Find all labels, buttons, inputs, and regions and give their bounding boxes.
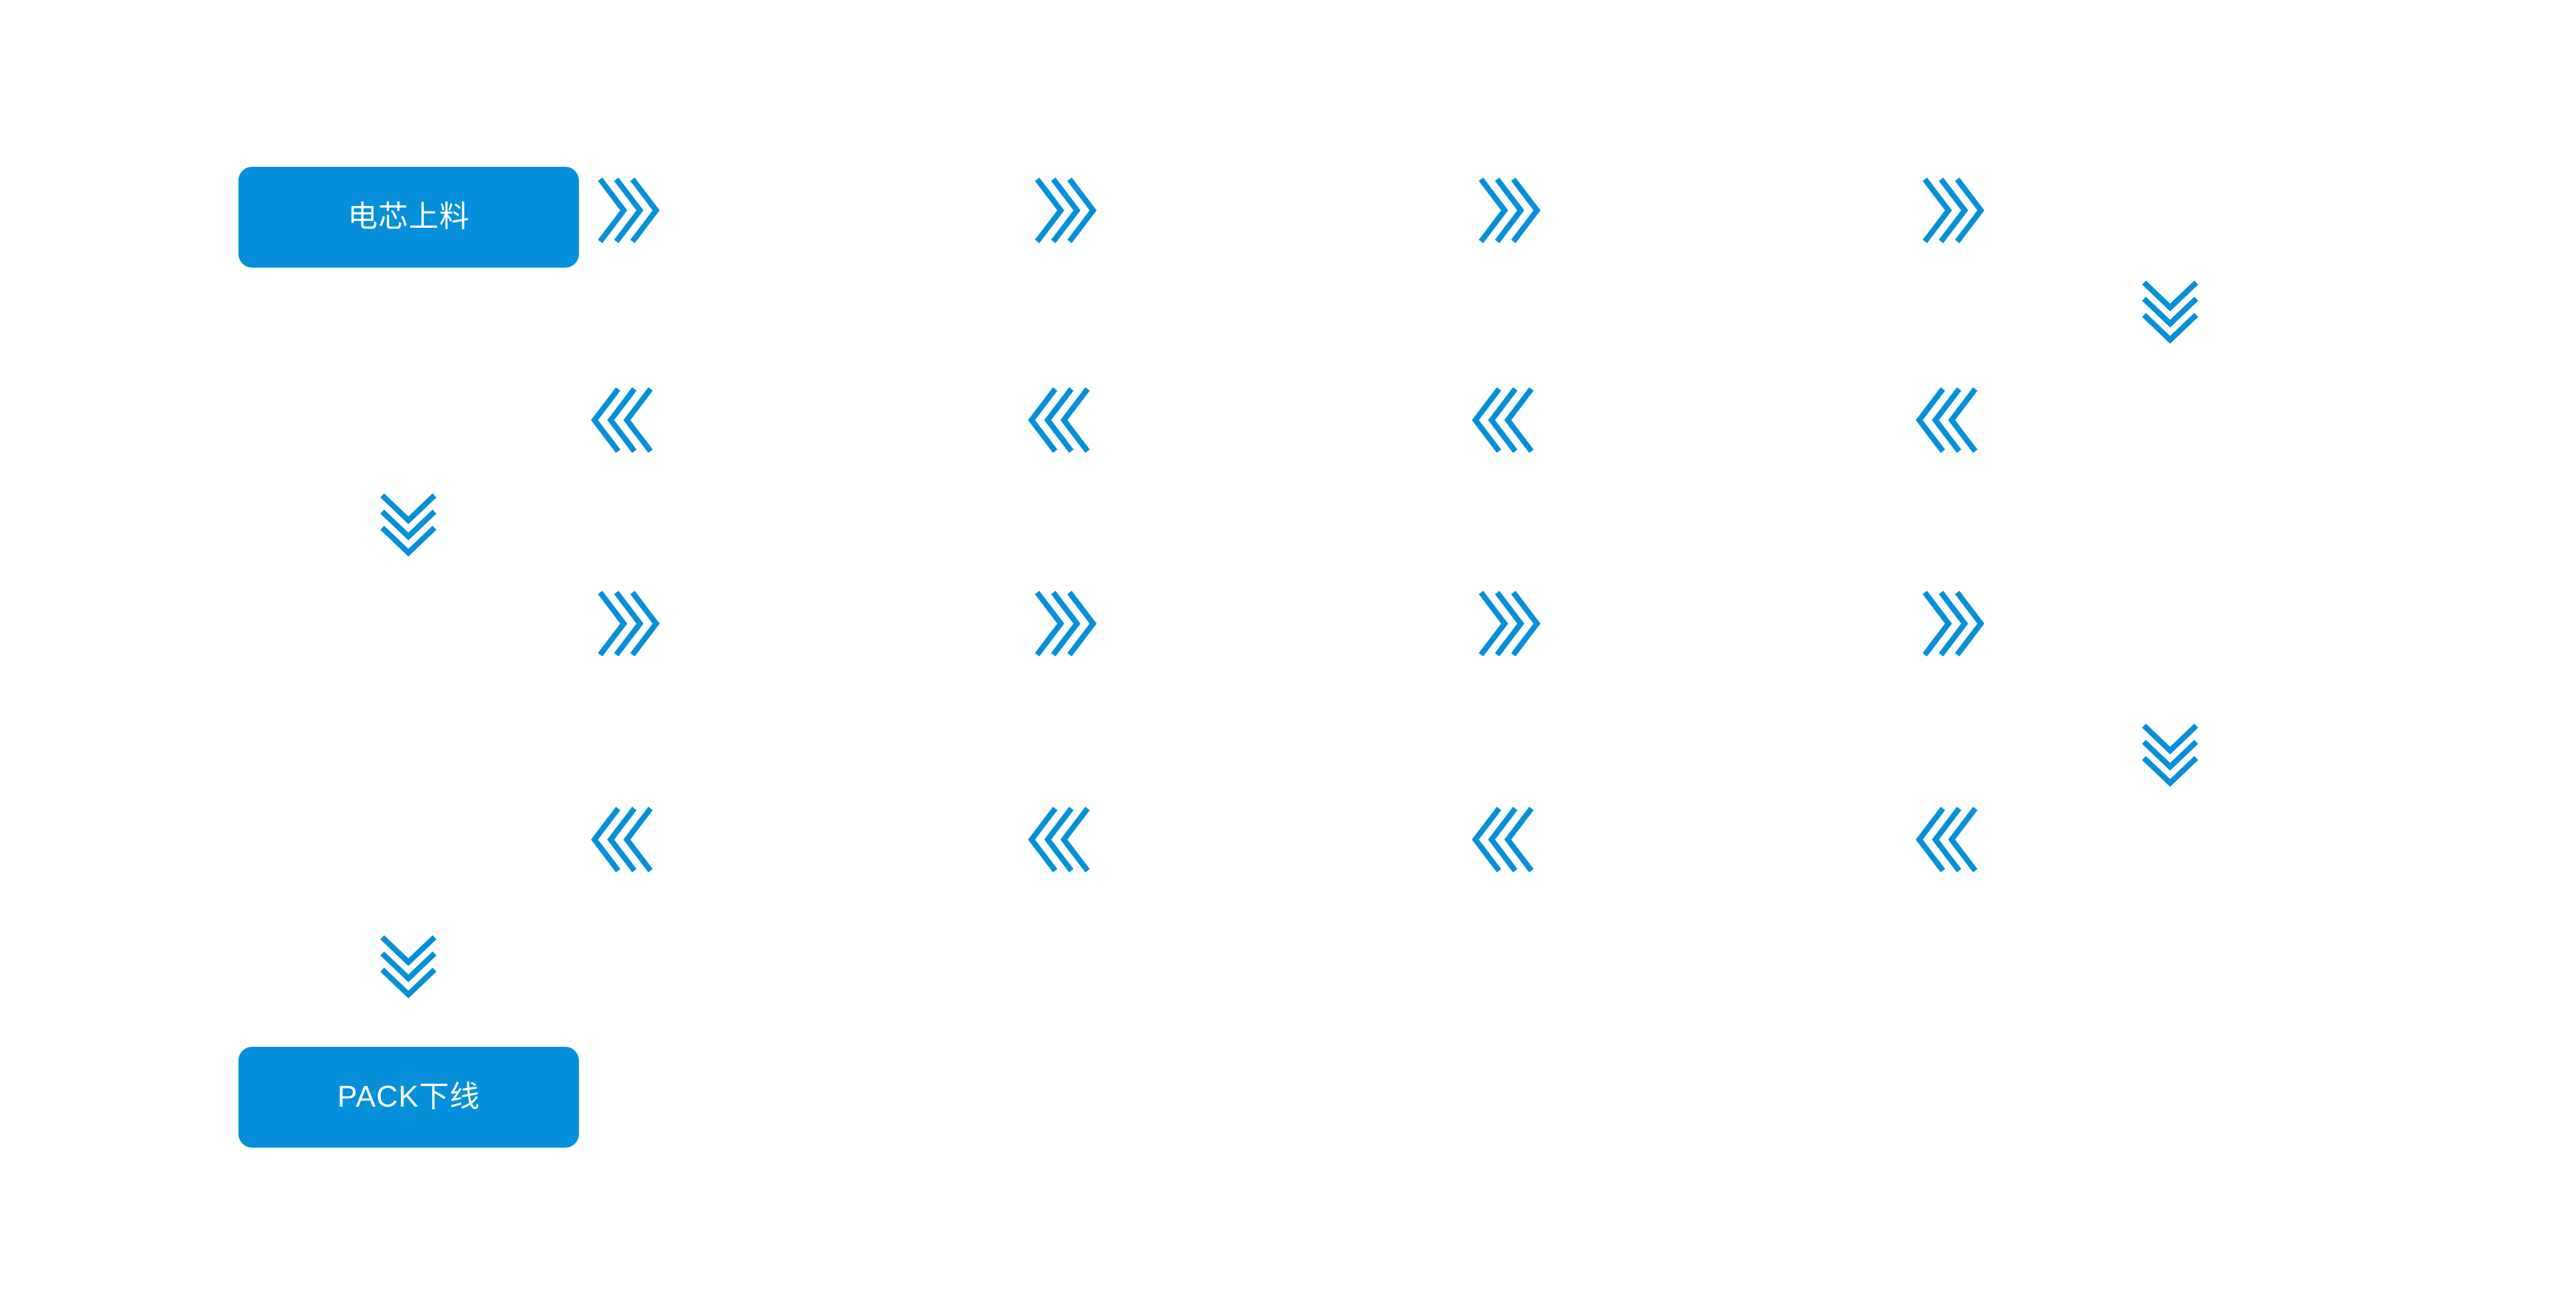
arrow-left-r2-c2-icon bbox=[1028, 385, 1091, 455]
node-cell-loading-label: 电芯上料 bbox=[347, 200, 470, 233]
arrow-right-r3-c1-icon bbox=[596, 589, 660, 658]
node-pack-offline-label: PACK下线 bbox=[337, 1080, 481, 1113]
node-cell-loading[interactable]: 电芯上料 bbox=[238, 167, 579, 268]
arrow-left-r4-c4-icon bbox=[1916, 805, 1979, 874]
arrow-down-left-lower-icon bbox=[378, 934, 438, 1003]
arrow-left-r4-c3-icon bbox=[1472, 805, 1535, 874]
arrow-left-r4-c2-icon bbox=[1028, 805, 1091, 874]
arrow-right-r3-c4-icon bbox=[1921, 589, 1985, 658]
arrow-left-r4-c1-icon bbox=[591, 805, 654, 874]
arrow-down-right-top-icon bbox=[2140, 279, 2200, 349]
arrow-right-r3-c2-icon bbox=[1033, 589, 1097, 658]
arrow-right-r1-c2-icon bbox=[1033, 176, 1097, 245]
arrow-left-r2-c1-icon bbox=[591, 385, 654, 455]
arrow-right-r3-c3-icon bbox=[1477, 589, 1541, 658]
arrow-right-r1-c4-icon bbox=[1921, 176, 1985, 245]
arrow-left-r2-c3-icon bbox=[1472, 385, 1535, 455]
arrow-down-left-upper-icon bbox=[378, 492, 438, 561]
arrow-right-r1-c3-icon bbox=[1477, 176, 1541, 245]
arrow-down-right-bottom-icon bbox=[2140, 722, 2200, 792]
arrow-right-r1-c1-icon bbox=[596, 176, 660, 245]
node-pack-offline[interactable]: PACK下线 bbox=[238, 1047, 579, 1148]
arrow-left-r2-c4-icon bbox=[1916, 385, 1979, 455]
